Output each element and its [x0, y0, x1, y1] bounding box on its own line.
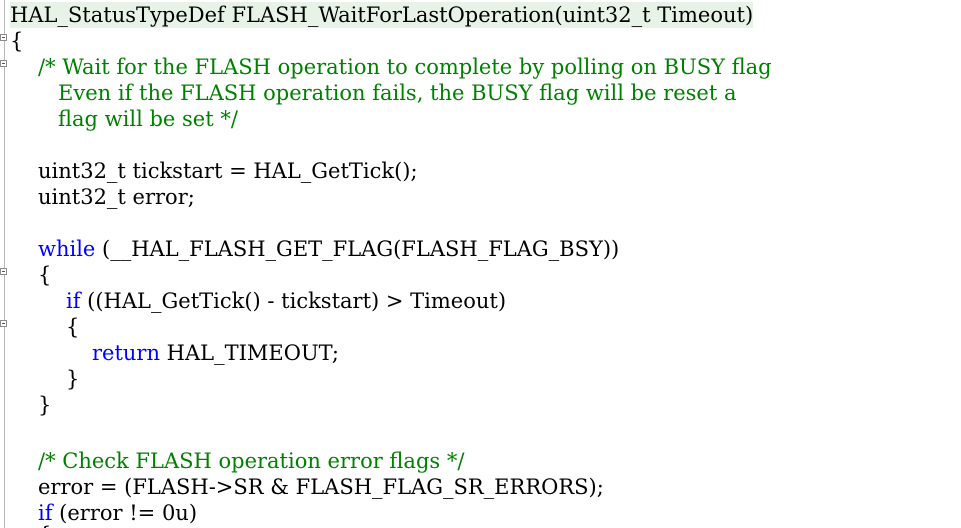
- keyword: return: [92, 341, 160, 365]
- code-line-comment-check: /* Check FLASH operation error flags */: [38, 448, 464, 474]
- code-line-open-brace: {: [10, 28, 23, 54]
- keyword: if: [38, 501, 53, 525]
- code-line-while: while (__HAL_FLASH_GET_FLAG(FLASH_FLAG_B…: [38, 236, 619, 262]
- brace: }: [38, 393, 52, 417]
- code-line-return: return HAL_TIMEOUT;: [92, 340, 339, 366]
- code-line-partial: {: [38, 522, 51, 528]
- statement: uint32_t error;: [38, 185, 195, 209]
- brace: {: [66, 315, 80, 339]
- code-line-while-close: }: [38, 392, 51, 418]
- code-line-comment-3: flag will be set */: [38, 106, 238, 132]
- code-line-error-assign: error = (FLASH->SR & FLASH_FLAG_SR_ERROR…: [38, 474, 604, 500]
- condition: (error != 0u): [52, 501, 198, 525]
- code-line-signature: HAL_StatusTypeDef FLASH_WaitForLastOpera…: [10, 2, 754, 28]
- fold-toggle-while[interactable]: [0, 268, 7, 275]
- code-line-comment-1: /* Wait for the FLASH operation to compl…: [38, 54, 772, 80]
- comment-text: Even if the FLASH operation fails, the B…: [38, 81, 737, 105]
- statement: error = (FLASH->SR & FLASH_FLAG_SR_ERROR…: [38, 475, 604, 499]
- comment-text: /* Wait for the FLASH operation to compl…: [38, 55, 772, 79]
- condition: ((HAL_GetTick() - tickstart) > Timeout): [80, 289, 507, 313]
- fold-toggle-if[interactable]: [0, 320, 7, 327]
- fold-toggle-function[interactable]: [0, 34, 7, 41]
- fold-guide-line: [4, 0, 5, 528]
- brace: {: [10, 29, 24, 53]
- code-line-tickstart: uint32_t tickstart = HAL_GetTick();: [38, 158, 418, 184]
- fold-gutter: [0, 0, 9, 528]
- code-content: HAL_StatusTypeDef FLASH_WaitForLastOpera…: [10, 0, 961, 528]
- brace: {: [38, 263, 52, 287]
- comment-text: /* Check FLASH operation error flags */: [38, 449, 465, 473]
- function-signature: HAL_StatusTypeDef FLASH_WaitForLastOpera…: [10, 3, 754, 27]
- brace: {: [38, 523, 51, 528]
- code-line-if: if ((HAL_GetTick() - tickstart) > Timeou…: [66, 288, 506, 314]
- code-line-error-decl: uint32_t error;: [38, 184, 195, 210]
- condition: (__HAL_FLASH_GET_FLAG(FLASH_FLAG_BSY)): [95, 237, 620, 261]
- keyword: while: [38, 237, 96, 261]
- return-value: HAL_TIMEOUT;: [160, 341, 339, 365]
- statement: uint32_t tickstart = HAL_GetTick();: [38, 159, 418, 183]
- fold-toggle-comment[interactable]: [0, 60, 7, 67]
- comment-text: flag will be set */: [38, 107, 238, 131]
- code-line-if-error: if (error != 0u): [38, 500, 197, 526]
- code-line-while-open: {: [38, 262, 51, 288]
- code-line-if-close: }: [66, 366, 79, 392]
- code-line-comment-2: Even if the FLASH operation fails, the B…: [38, 80, 736, 106]
- brace: }: [66, 367, 80, 391]
- keyword: if: [66, 289, 81, 313]
- code-line-if-open: {: [66, 314, 79, 340]
